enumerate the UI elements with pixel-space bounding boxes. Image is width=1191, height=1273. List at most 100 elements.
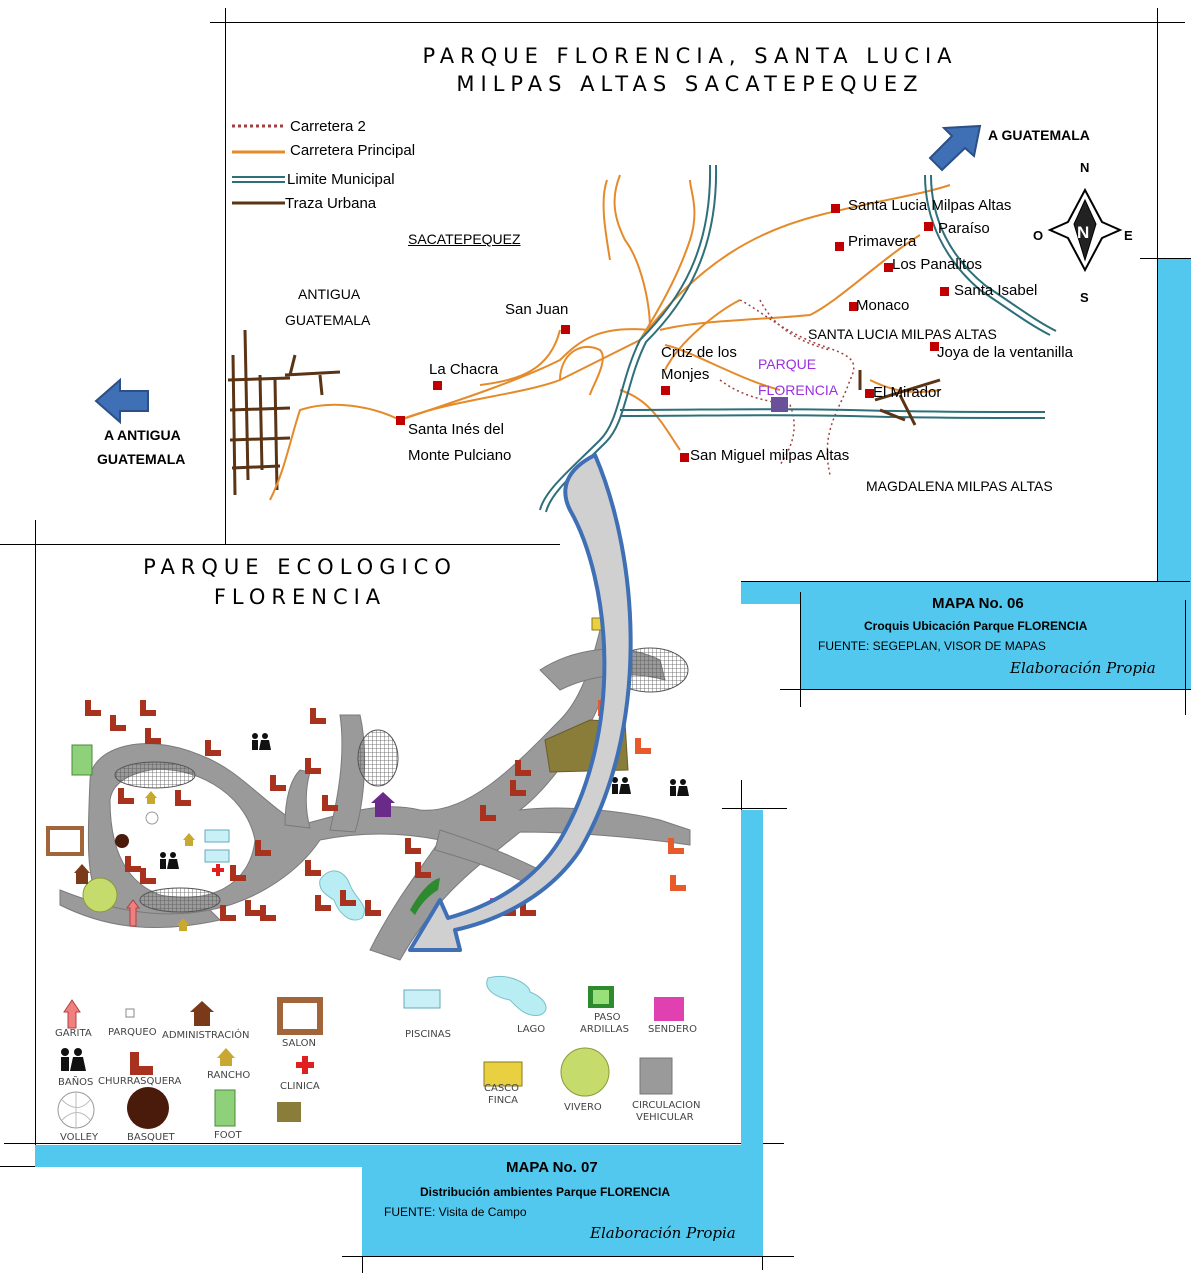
map-06-box-source: FUENTE: SEGEPLAN, VISOR DE MAPAS bbox=[818, 639, 1046, 653]
compass-rose-icon bbox=[1047, 187, 1123, 273]
map-06-cyan-border bbox=[1158, 258, 1191, 603]
legend-administracion: ADMINISTRACIÓN bbox=[162, 1030, 250, 1041]
map-07-cyan-border bbox=[741, 810, 763, 1170]
town-marker bbox=[835, 242, 844, 251]
frame-line bbox=[4, 1143, 784, 1144]
compass-e: E bbox=[1124, 228, 1133, 243]
town-marker bbox=[561, 325, 570, 334]
frame-line bbox=[722, 808, 787, 809]
town-marker bbox=[849, 302, 858, 311]
park-layout bbox=[46, 617, 691, 961]
legend-circ-1: CIRCULACION bbox=[632, 1100, 701, 1111]
map-07-box-elab: Elaboración Propia bbox=[590, 1224, 736, 1242]
map-06-box-title: MAPA No. 06 bbox=[932, 595, 1024, 612]
place-joya: Joya de la ventanilla bbox=[937, 344, 1073, 361]
frame-line bbox=[1140, 258, 1191, 259]
town-marker bbox=[924, 222, 933, 231]
town-marker bbox=[940, 287, 949, 296]
legend-churrasquera: CHURRASQUERA bbox=[98, 1076, 182, 1087]
legend-carretera-principal: Carretera Principal bbox=[290, 142, 416, 159]
frame-line bbox=[210, 22, 1185, 23]
legend-carretera-2: Carretera 2 bbox=[290, 118, 366, 135]
region-antigua-2: GUATEMALA bbox=[285, 312, 371, 328]
frame-line bbox=[225, 8, 226, 568]
map-07-title: PARQUE ECOLOGICO FLORENCIA bbox=[143, 555, 457, 609]
legend-vivero: VIVERO bbox=[564, 1102, 602, 1113]
town-marker bbox=[396, 416, 405, 425]
arrow-antigua-label-2: GUATEMALA bbox=[97, 451, 186, 467]
place-paraiso: Paraíso bbox=[938, 220, 990, 237]
arrow-guatemala-label: A GUATEMALA bbox=[988, 127, 1090, 143]
map-07-legend-symbols bbox=[57, 976, 684, 1129]
park-marker bbox=[771, 397, 788, 412]
frame-line bbox=[342, 1256, 794, 1257]
compass-o: O bbox=[1033, 228, 1044, 243]
town-marker bbox=[661, 386, 670, 395]
legend-paso-1: PASO bbox=[594, 1012, 621, 1023]
place-parque-1: PARQUE bbox=[758, 356, 817, 372]
legend-traza-urbana: Traza Urbana bbox=[285, 195, 377, 212]
compass-n: N bbox=[1080, 160, 1090, 175]
place-mirador: El Mirador bbox=[873, 384, 942, 401]
place-santa-ines-2: Monte Pulciano bbox=[408, 447, 512, 464]
map-07-box-subtitle: Distribución ambientes Parque FLORENCIA bbox=[420, 1185, 671, 1199]
legend-volley: VOLLEY bbox=[60, 1132, 99, 1143]
region-magdalena: MAGDALENA MILPAS ALTAS bbox=[866, 478, 1053, 494]
legend-foot: FOOT bbox=[214, 1130, 242, 1141]
map-07-info-box bbox=[362, 1150, 763, 1256]
legend-salon: SALON bbox=[282, 1038, 316, 1049]
legend-clinica: CLINICA bbox=[280, 1081, 320, 1092]
legend-banos: BAÑOS bbox=[58, 1077, 94, 1088]
place-san-miguel: San Miguel milpas Altas bbox=[690, 447, 850, 464]
compass-s: S bbox=[1080, 290, 1089, 305]
place-primavera: Primavera bbox=[848, 233, 917, 250]
zoom-arrow-icon bbox=[408, 453, 633, 952]
place-la-chacra: La Chacra bbox=[429, 361, 499, 378]
frame-line bbox=[500, 581, 1190, 582]
legend-sendero: SENDERO bbox=[648, 1024, 697, 1035]
arrow-antigua-label-1: A ANTIGUA bbox=[104, 427, 181, 443]
arrow-guatemala-icon bbox=[928, 124, 982, 172]
frame-line bbox=[35, 520, 36, 1150]
map-06-info-box bbox=[800, 595, 1191, 689]
map-07-box-title: MAPA No. 07 bbox=[506, 1159, 598, 1176]
town-marker bbox=[433, 381, 442, 390]
region-sacatepequez: SACATEPEQUEZ bbox=[408, 231, 521, 247]
map-06-box-subtitle: Croquis Ubicación Parque FLORENCIA bbox=[864, 619, 1088, 633]
legend-paso-2: ARDILLAS bbox=[580, 1024, 629, 1035]
frame-line bbox=[1157, 8, 1158, 608]
map-07-box-source: FUENTE: Visita de Campo bbox=[384, 1205, 527, 1219]
frame-line bbox=[800, 592, 801, 707]
legend-garita: GARITA bbox=[55, 1028, 92, 1039]
legend-parqueo: PARQUEO bbox=[108, 1027, 157, 1038]
place-santa-isabel: Santa Isabel bbox=[954, 282, 1038, 299]
place-parque-2: FLORENCIA bbox=[758, 382, 839, 398]
legend-casco-2: FINCA bbox=[488, 1095, 519, 1106]
place-cruz-2: Monjes bbox=[661, 366, 710, 383]
place-cruz-1: Cruz de los bbox=[661, 344, 737, 361]
town-marker bbox=[930, 342, 939, 351]
arrow-antigua-icon bbox=[94, 377, 149, 425]
town-marker bbox=[680, 453, 689, 462]
map-06-box-elab: Elaboración Propia bbox=[1010, 659, 1156, 677]
place-panalitos: Los Panalitos bbox=[892, 256, 983, 273]
place-monaco: Monaco bbox=[856, 297, 910, 314]
frame-line bbox=[780, 689, 1191, 690]
legend-rancho: RANCHO bbox=[207, 1070, 251, 1081]
legend-circ-2: VEHICULAR bbox=[636, 1112, 694, 1123]
map-06-title: PARQUE FLORENCIA, SANTA LUCIA MILPAS ALT… bbox=[422, 44, 958, 96]
legend-basquet: BASQUET bbox=[127, 1132, 175, 1143]
place-santa-lucia: Santa Lucia Milpas Altas bbox=[848, 197, 1012, 214]
place-san-juan: San Juan bbox=[505, 301, 569, 318]
legend-limite-municipal: Limite Municipal bbox=[287, 171, 395, 188]
region-antigua: ANTIGUA bbox=[298, 286, 361, 302]
town-marker bbox=[831, 204, 840, 213]
legend-casco-1: CASCO bbox=[484, 1083, 520, 1094]
frame-line bbox=[1185, 600, 1186, 715]
place-santa-ines-1: Santa Inés del bbox=[408, 421, 504, 438]
town-marker bbox=[884, 263, 893, 272]
region-santa-lucia: SANTA LUCIA MILPAS ALTAS bbox=[808, 326, 997, 342]
legend-lago: LAGO bbox=[517, 1024, 546, 1035]
compass-center: N bbox=[1077, 223, 1090, 242]
legend-piscinas: PISCINAS bbox=[405, 1029, 451, 1040]
